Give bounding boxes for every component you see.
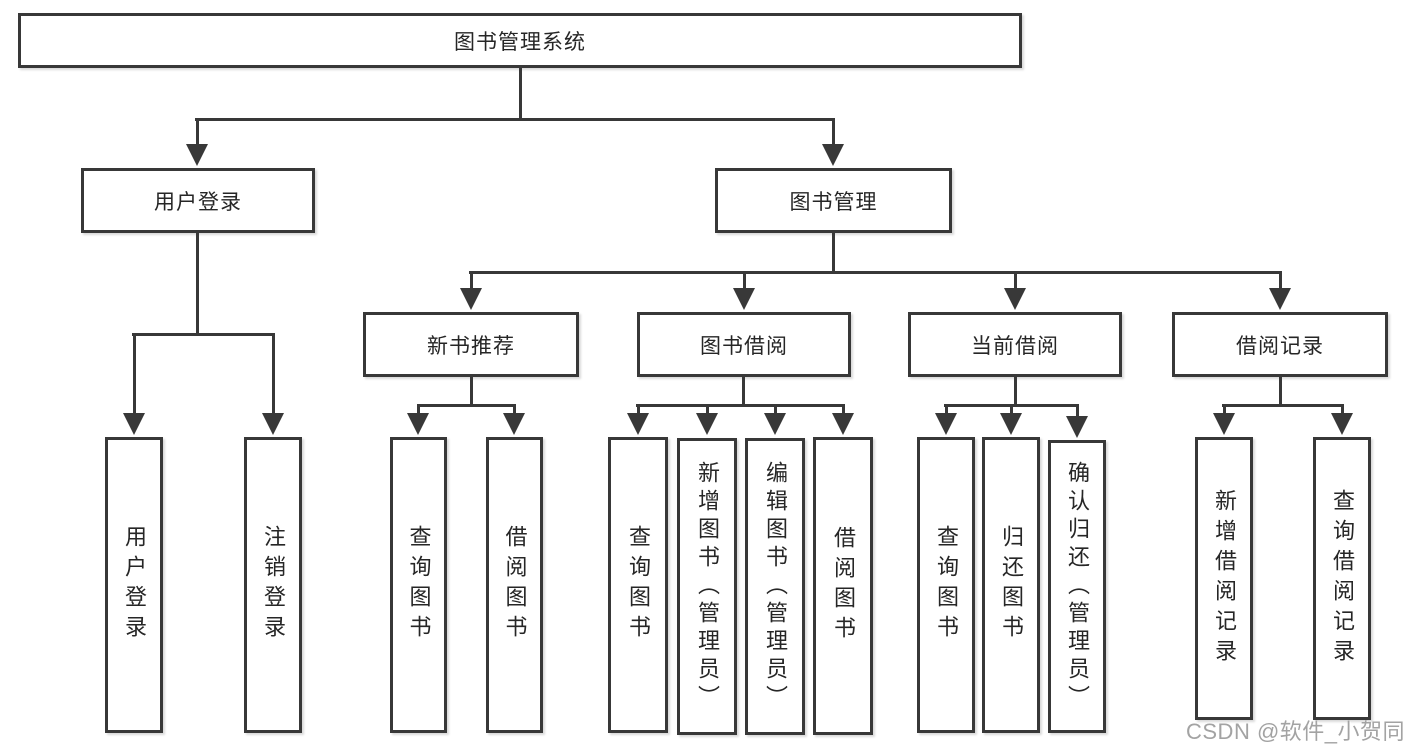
connector-line [1222,404,1344,407]
arrowhead-icon [1331,413,1353,435]
connector-line [637,404,640,416]
node-user-login: 用户登录 [81,168,315,233]
csdn-watermark: CSDN @软件_小贺同学 [1186,719,1405,744]
node-root: 图书管理系统 [18,13,1022,68]
node-new-book-recommend: 新书推荐 [363,312,579,377]
connector-line [945,404,948,416]
connector-line [196,118,199,146]
leaf-query-books-borrowing: 查询图书 [608,437,668,733]
leaf-add-books-admin: 新增图书（管理员） [677,438,737,735]
leaf-user-login: 用户登录 [105,437,163,733]
connector-line [636,404,844,407]
arrowhead-icon [262,413,284,435]
arrowhead-icon [1066,416,1088,438]
connector-line [417,404,420,416]
arrowhead-icon [832,413,854,435]
connector-line [832,118,835,146]
connector-line [133,333,136,415]
node-borrowing-records: 借阅记录 [1172,312,1388,377]
leaf-query-borrow-record: 查询借阅记录 [1313,437,1371,720]
leaf-borrow-books-borrowing: 借阅图书 [813,437,873,735]
connector-line [513,404,516,416]
connector-line [417,404,516,407]
connector-line [1010,404,1013,416]
node-book-management: 图书管理 [715,168,952,233]
arrowhead-icon [1213,413,1235,435]
connector-line [1014,271,1017,291]
connector-line [1341,404,1344,416]
connector-line [132,333,274,336]
arrowhead-icon [822,144,844,166]
connector-line [196,232,199,336]
arrowhead-icon [1000,413,1022,435]
connector-line [842,404,845,416]
arrowhead-icon [123,413,145,435]
leaf-edit-books-admin: 编辑图书（管理员） [745,438,805,735]
arrowhead-icon [733,288,755,310]
arrowhead-icon [764,413,786,435]
connector-line [1279,271,1282,291]
arrowhead-icon [696,413,718,435]
connector-line [272,333,275,415]
connector-line [1223,404,1226,416]
connector-line [1279,376,1282,407]
leaf-query-books-recommend: 查询图书 [390,437,447,733]
connector-line [470,376,473,407]
arrowhead-icon [503,413,525,435]
connector-line [742,376,745,407]
arrowhead-icon [935,413,957,435]
node-current-borrowing: 当前借阅 [908,312,1122,377]
arrowhead-icon [1004,288,1026,310]
connector-line [469,271,1282,274]
leaf-add-borrow-record: 新增借阅记录 [1195,437,1253,720]
arrowhead-icon [460,288,482,310]
connector-line [743,271,746,291]
connector-line [706,404,709,416]
arrowhead-icon [1269,288,1291,310]
connector-line [519,68,522,121]
leaf-query-books-current: 查询图书 [917,437,975,733]
leaf-logout: 注销登录 [244,437,302,733]
leaf-borrow-books-recommend: 借阅图书 [486,437,543,733]
arrowhead-icon [407,413,429,435]
connector-line [1076,404,1079,418]
connector-line [774,404,777,416]
arrowhead-icon [627,413,649,435]
connector-line [1014,376,1017,407]
arrowhead-icon [186,144,208,166]
connector-line [832,232,835,274]
node-book-borrowing: 图书借阅 [637,312,851,377]
leaf-return-books: 归还图书 [982,437,1040,733]
connector-line [195,118,834,121]
connector-line [470,271,473,291]
leaf-confirm-return-admin: 确认归还（管理员） [1048,440,1106,733]
